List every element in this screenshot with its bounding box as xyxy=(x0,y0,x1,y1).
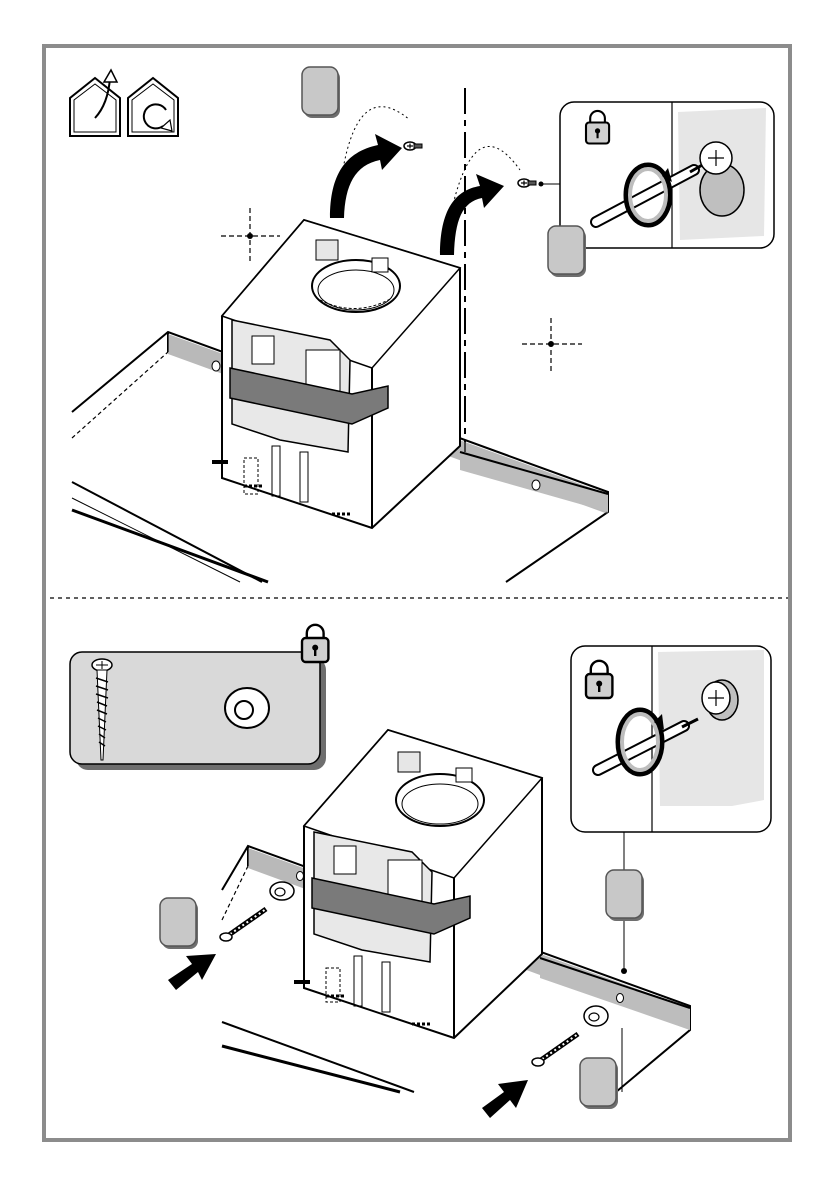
screw-top-1 xyxy=(404,142,422,150)
callout-bottom-3 xyxy=(580,1058,618,1109)
wood-screw-left xyxy=(220,909,266,941)
callout-bottom-2 xyxy=(606,870,644,921)
supplied-parts-panel xyxy=(70,652,326,770)
callout-top-2 xyxy=(548,226,586,277)
washer-icon xyxy=(225,688,269,728)
house-exit-arrow-icon xyxy=(70,70,120,136)
screw-top-2 xyxy=(518,179,536,187)
tighten-screw-detail-bottom xyxy=(571,646,771,832)
motor-box-top xyxy=(212,220,460,528)
washer-left xyxy=(270,882,294,900)
arrow-up-right xyxy=(440,174,504,255)
tighten-screw-detail-top xyxy=(560,102,774,248)
push-arrow-left xyxy=(168,954,216,990)
callout-bottom-1 xyxy=(160,898,198,949)
padlock-icon xyxy=(302,625,328,662)
motor-box-bottom xyxy=(294,730,542,1038)
washer-right xyxy=(584,1006,608,1026)
house-rotate-icon xyxy=(128,78,178,136)
arrow-up-left xyxy=(330,134,402,218)
push-arrow-right xyxy=(482,1080,528,1118)
wood-screw-right xyxy=(532,1034,578,1066)
callout-top-1 xyxy=(302,67,340,118)
